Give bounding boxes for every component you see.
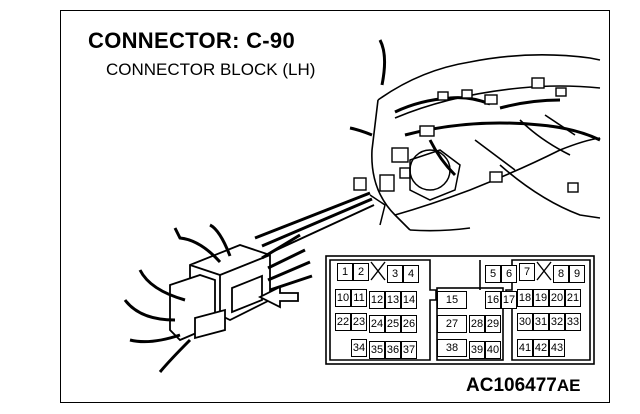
pin-20: 20 [549,289,565,307]
pin-15: 15 [437,291,467,309]
pin-25: 25 [385,315,401,333]
pin-19: 19 [533,289,549,307]
pin-8: 8 [553,265,569,283]
pin-29: 29 [485,315,501,333]
pin-30: 30 [517,313,533,331]
pin-16: 16 [485,291,501,309]
pin-38: 38 [437,339,467,357]
pin-37: 37 [401,341,417,359]
wire-harness [349,39,601,177]
pin-40: 40 [485,341,501,359]
pin-6: 6 [501,265,517,283]
dash-connectors [353,77,579,193]
figure-code-suffix: AE [556,376,581,395]
dashboard-outline [371,54,601,232]
figure-code: AC106477AE [466,375,580,397]
connector-title: CONNECTOR: C-90 [88,28,296,53]
pin-41: 41 [517,339,533,357]
pin-32: 32 [549,313,565,331]
pin-22: 22 [335,313,351,331]
pin-10: 10 [335,289,351,307]
pin-23: 23 [351,313,367,331]
pin-36: 36 [385,341,401,359]
pin-43: 43 [549,339,565,357]
pin-34: 34 [351,339,367,357]
pin-12: 12 [369,291,385,309]
leader-lines [254,191,375,253]
pin-7: 7 [519,263,535,281]
arrow-icon [257,285,299,309]
blank-pin-marks [370,261,552,281]
pin-35: 35 [369,341,385,359]
pin-28: 28 [469,315,485,333]
pin-42: 42 [533,339,549,357]
pin-26: 26 [401,315,417,333]
pin-9: 9 [569,265,585,283]
pin-2: 2 [353,263,369,281]
pin-31: 31 [533,313,549,331]
connector-subtitle: CONNECTOR BLOCK (LH) [106,60,316,79]
pin-24: 24 [369,315,385,333]
pin-33: 33 [565,313,581,331]
enlarged-connector [169,244,271,342]
pin-18: 18 [517,289,533,307]
figure-frame [60,10,610,403]
figure-code-number: AC106477 [466,375,557,396]
pin-13: 13 [385,291,401,309]
pin-39: 39 [469,341,485,359]
pin-14: 14 [401,291,417,309]
pin-4: 4 [403,265,419,283]
pin-3: 3 [387,265,403,283]
connector-block-cluster [369,149,461,226]
pin-1: 1 [337,263,353,281]
pin-21: 21 [565,289,581,307]
pin-27: 27 [437,315,467,333]
pin-17: 17 [501,291,517,309]
pin-11: 11 [351,289,367,307]
pin-5: 5 [485,265,501,283]
